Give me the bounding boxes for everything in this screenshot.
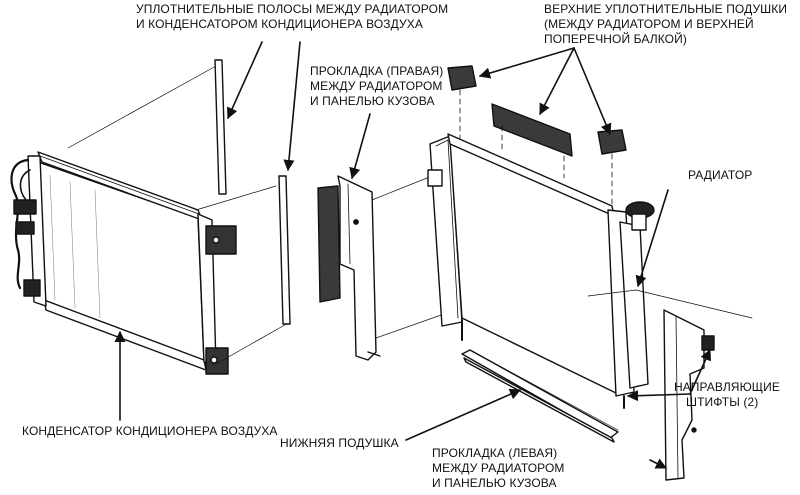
seal-strips-drawing xyxy=(214,59,291,325)
label-radiator: РАДИАТОР xyxy=(688,168,752,183)
label-upper-pads: ВЕРХНИЕ УПЛОТНИТЕЛЬНЫЕ ПОДУШКИ (МЕЖДУ РА… xyxy=(544,2,787,47)
label-right-gasket-line2: МЕЖДУ РАДИАТОРОМ xyxy=(310,79,443,93)
alignment-lines-radiator xyxy=(371,175,445,339)
label-right-gasket-line1: ПРОКЛАДКА (ПРАВАЯ) xyxy=(310,64,444,78)
label-right-gasket: ПРОКЛАДКА (ПРАВАЯ) МЕЖДУ РАДИАТОРОМ И ПА… xyxy=(310,64,443,109)
callout-arrows xyxy=(114,41,711,469)
label-seal-strips-line1: УПЛОТНИТЕЛЬНЫЕ ПОЛОСЫ МЕЖДУ РАДИАТОРОМ xyxy=(136,2,449,16)
label-guide-pins: НАПРАВЛЯЮЩИЕ ШТИФТЫ (2) xyxy=(674,380,780,410)
radiator-drawing xyxy=(427,133,655,409)
left-gasket-drawing xyxy=(663,309,715,481)
upper-pads-drawing xyxy=(447,65,627,157)
label-upper-pads-line3: ПОПЕРЕЧНОЙ БАЛКОЙ) xyxy=(544,32,687,46)
lower-pad-drawing xyxy=(461,349,619,443)
right-gasket-drawing xyxy=(317,175,381,361)
label-lower-pad: НИЖНЯЯ ПОДУШКА xyxy=(280,436,399,451)
label-seal-strips-line2: И КОНДЕНСАТОРОМ КОНДИЦИОНЕРА ВОЗДУХА xyxy=(136,17,423,31)
label-radiator-line1: РАДИАТОР xyxy=(688,168,753,182)
alignment-lines-condenser xyxy=(67,65,291,365)
label-guide-pins-line1: НАПРАВЛЯЮЩИЕ xyxy=(674,380,780,394)
label-right-gasket-line3: И ПАНЕЛЬЮ КУЗОВА xyxy=(310,94,435,108)
label-lower-pad-line1: НИЖНЯЯ ПОДУШКА xyxy=(280,436,399,450)
label-condenser: КОНДЕНСАТОР КОНДИЦИОНЕРА ВОЗДУХА xyxy=(22,424,278,439)
label-seal-strips: УПЛОТНИТЕЛЬНЫЕ ПОЛОСЫ МЕЖДУ РАДИАТОРОМ И… xyxy=(136,2,448,32)
label-upper-pads-line2: (МЕЖДУ РАДИАТОРОМ И ВЕРХНЕЙ xyxy=(544,17,754,31)
label-left-gasket-line3: И ПАНЕЛЬЮ КУЗОВА xyxy=(432,476,557,490)
label-upper-pads-line1: ВЕРХНИЕ УПЛОТНИТЕЛЬНЫЕ ПОДУШКИ xyxy=(544,2,788,16)
leader-lines xyxy=(587,289,753,319)
label-guide-pins-line2: ШТИФТЫ (2) xyxy=(686,395,759,409)
label-left-gasket-line1: ПРОКЛАДКА (ЛЕВАЯ) xyxy=(432,446,558,460)
label-left-gasket: ПРОКЛАДКА (ЛЕВАЯ) МЕЖДУ РАДИАТОРОМ И ПАН… xyxy=(432,446,565,491)
condenser-drawing xyxy=(10,151,237,375)
label-left-gasket-line2: МЕЖДУ РАДИАТОРОМ xyxy=(432,461,565,475)
label-condenser-line1: КОНДЕНСАТОР КОНДИЦИОНЕРА ВОЗДУХА xyxy=(22,424,278,438)
